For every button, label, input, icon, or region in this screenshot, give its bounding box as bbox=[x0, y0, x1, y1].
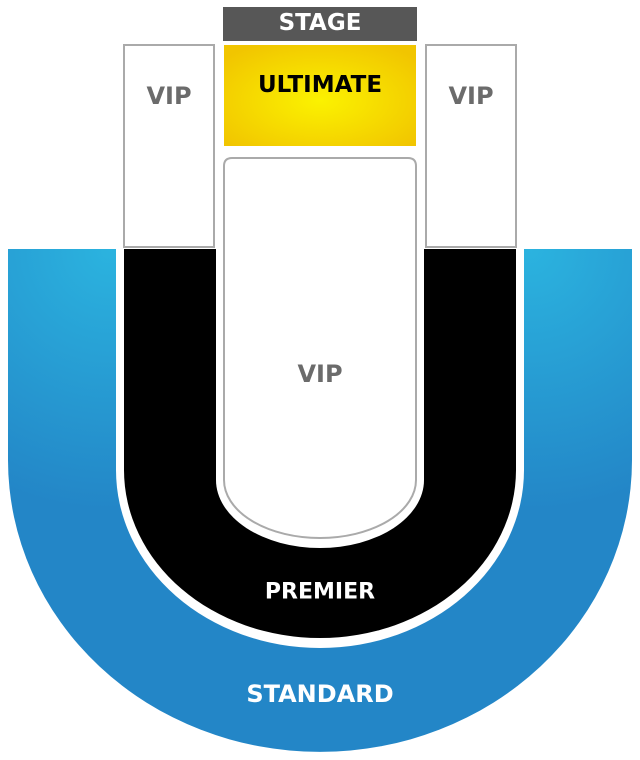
stage: STAGE bbox=[223, 7, 417, 41]
vip-left-label: VIP bbox=[146, 82, 191, 110]
section-vip-center[interactable]: VIP bbox=[223, 157, 417, 539]
section-ultimate[interactable]: ULTIMATE bbox=[224, 45, 416, 146]
section-vip-right[interactable]: VIP bbox=[425, 44, 517, 248]
vip-right-label: VIP bbox=[448, 82, 493, 110]
vip-center-label: VIP bbox=[297, 360, 342, 388]
premier-label: PREMIER bbox=[265, 580, 375, 605]
section-vip-left[interactable]: VIP bbox=[123, 44, 215, 248]
standard-label: STANDARD bbox=[246, 680, 393, 708]
ultimate-label: ULTIMATE bbox=[258, 72, 382, 98]
stage-label: STAGE bbox=[279, 10, 362, 36]
